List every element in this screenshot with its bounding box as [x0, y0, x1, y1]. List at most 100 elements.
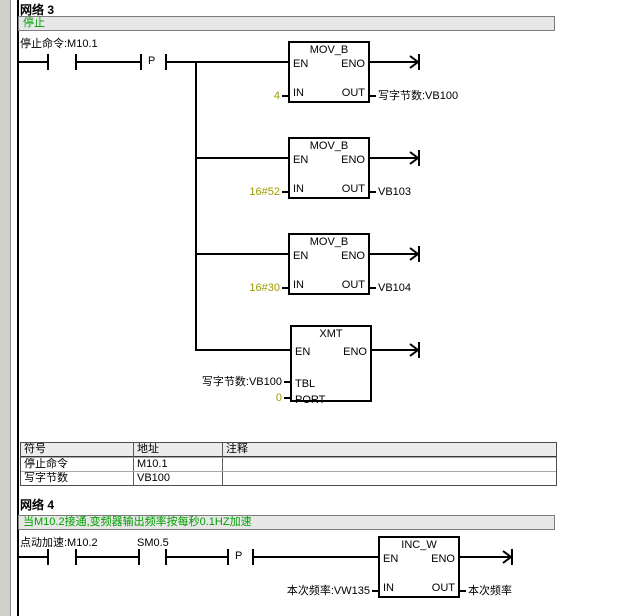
wire [370, 191, 376, 193]
col-header-comment: 注释 [226, 443, 248, 455]
mov-b-box-2[interactable]: MOV_B EN ENO IN OUT [288, 137, 370, 199]
open-branch-arrow-icon [404, 150, 420, 166]
tbl-pin: TBL [295, 378, 316, 390]
col-header-address: 地址 [134, 443, 223, 456]
wire [460, 556, 498, 558]
contact-sm05[interactable] [165, 549, 167, 565]
wire [370, 253, 405, 255]
out-operand[interactable]: VB103 [378, 186, 412, 198]
comment-cell [223, 458, 556, 471]
in-pin: IN [293, 183, 304, 195]
in-pin: IN [293, 279, 304, 291]
eno-pin: ENO [341, 154, 365, 166]
wire [370, 95, 376, 97]
contact-stop-command[interactable] [47, 54, 49, 70]
network4-comment[interactable]: 当M10.2接通,变频器输出频率按每秒0.1HZ加速 [18, 515, 555, 530]
eno-pin: ENO [341, 250, 365, 262]
open-branch-arrow-icon [497, 549, 513, 565]
out-pin: OUT [341, 183, 365, 195]
wire [284, 397, 290, 399]
edge-contact-p[interactable] [252, 549, 254, 565]
symbol-table: 符号 地址 注释 停止命令 M10.1 写字节数 VB100 [20, 442, 557, 486]
symbol-cell: 停止命令 [21, 458, 134, 471]
wire [370, 287, 376, 289]
branch-wire [196, 349, 290, 351]
wire [19, 556, 47, 558]
eno-pin: ENO [431, 553, 455, 565]
branch-wire [196, 157, 288, 159]
open-branch-arrow-icon [404, 246, 420, 262]
symbol-table-header: 符号 地址 注释 [21, 443, 556, 457]
contact-stop-command-label: 停止命令:M10.1 [20, 38, 98, 50]
symbol-cell: 写字节数 [21, 472, 134, 485]
tbl-operand[interactable]: 写字节数:VB100 [201, 376, 282, 388]
wire [167, 556, 227, 558]
edge-contact-p[interactable] [140, 54, 142, 70]
box-title: MOV_B [309, 236, 349, 248]
edge-contact-p-label: P [148, 55, 156, 67]
wire [284, 381, 290, 383]
wire [282, 95, 288, 97]
table-row: 写字节数 VB100 [21, 471, 556, 485]
edge-contact-p[interactable] [165, 54, 167, 70]
out-pin: OUT [341, 87, 365, 99]
wire [372, 349, 405, 351]
contact-jog-accel-label: 点动加速:M10.2 [20, 537, 98, 549]
wire [254, 556, 378, 558]
box-title: XMT [319, 328, 343, 340]
wire [370, 157, 405, 159]
comment-cell [223, 472, 556, 485]
box-title: MOV_B [309, 140, 349, 152]
wire [167, 61, 288, 63]
wire [77, 61, 140, 63]
en-pin: EN [295, 346, 311, 358]
open-branch-arrow-icon [404, 54, 420, 70]
contact-sm05[interactable] [138, 549, 140, 565]
contact-sm05-label: SM0.5 [137, 537, 169, 549]
in-operand[interactable]: 4 [273, 90, 280, 102]
edge-contact-p[interactable] [227, 549, 229, 565]
open-branch-arrow-icon [404, 342, 420, 358]
wire [370, 61, 405, 63]
branch-wire [196, 253, 288, 255]
port-pin: PORT [295, 394, 326, 406]
port-operand[interactable]: 0 [275, 392, 282, 404]
branch-wire [195, 61, 197, 351]
xmt-box[interactable]: XMT EN ENO TBL PORT [290, 325, 372, 406]
box-title: MOV_B [309, 44, 349, 56]
out-operand[interactable]: 本次频率 [468, 585, 512, 597]
mov-b-box-1[interactable]: MOV_B EN ENO IN OUT [288, 41, 370, 103]
left-gutter [0, 0, 11, 616]
out-pin: OUT [341, 279, 365, 291]
wire [282, 287, 288, 289]
mov-b-box-3[interactable]: MOV_B EN ENO IN OUT [288, 233, 370, 295]
table-row: 停止命令 M10.1 [21, 457, 556, 471]
eno-pin: ENO [341, 58, 365, 70]
col-header-symbol: 符号 [21, 443, 134, 456]
network4-title: 网络 4 [20, 498, 55, 512]
in-operand[interactable]: 本次频率:VW135 [286, 585, 370, 597]
en-pin: EN [293, 250, 309, 262]
en-pin: EN [293, 58, 309, 70]
wire [460, 590, 466, 592]
wire [282, 191, 288, 193]
network3-comment[interactable]: 停止 [18, 16, 555, 31]
contact-stop-command[interactable] [75, 54, 77, 70]
network3-title: 网络 3 [20, 3, 55, 17]
in-operand[interactable]: 16#52 [249, 186, 280, 198]
out-operand[interactable]: 写字节数:VB100 [378, 90, 459, 102]
left-power-rail [17, 0, 19, 616]
in-operand[interactable]: 16#30 [249, 282, 280, 294]
out-operand[interactable]: VB104 [378, 282, 412, 294]
wire [19, 61, 47, 63]
address-cell: VB100 [134, 472, 223, 485]
out-pin: OUT [431, 582, 455, 594]
eno-pin: ENO [343, 346, 367, 358]
in-pin: IN [383, 582, 394, 594]
contact-jog-accel[interactable] [47, 549, 49, 565]
contact-jog-accel[interactable] [75, 549, 77, 565]
in-pin: IN [293, 87, 304, 99]
address-cell: M10.1 [134, 458, 223, 471]
inc-w-box[interactable]: INC_W EN ENO IN OUT [378, 536, 460, 598]
